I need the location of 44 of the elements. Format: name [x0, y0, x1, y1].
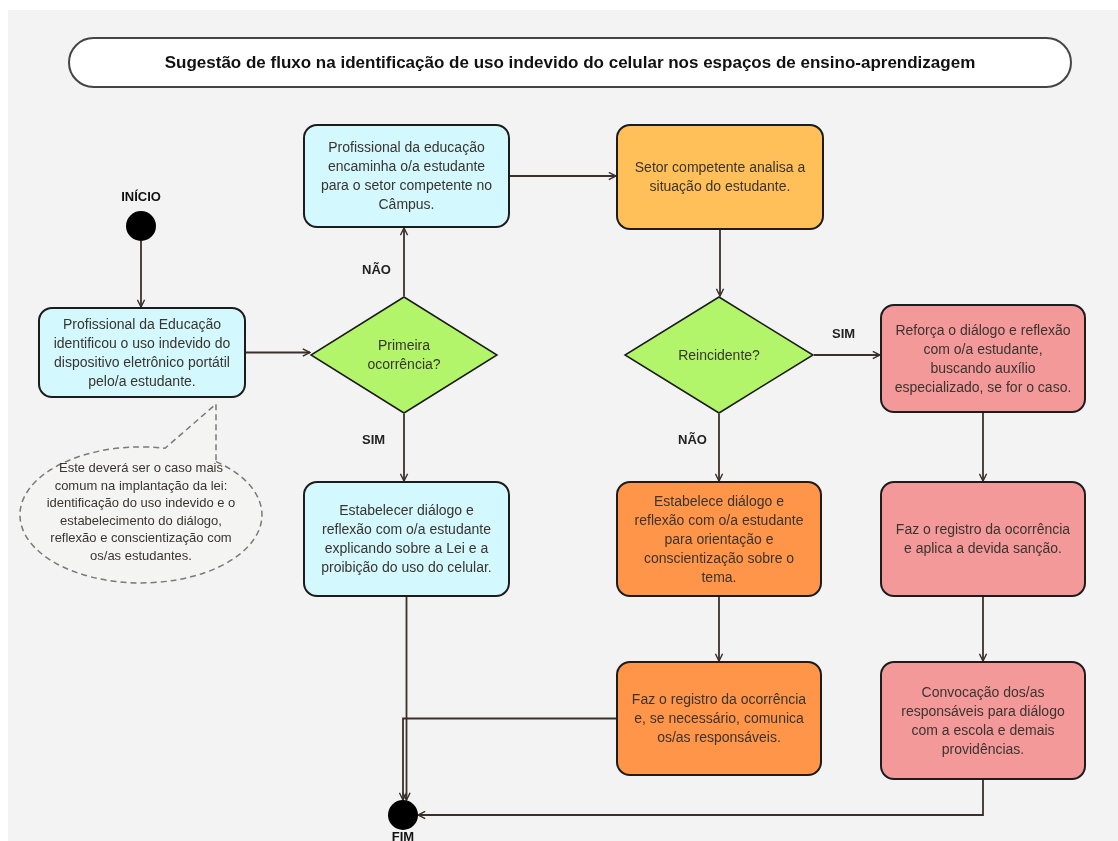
decision-diamond [310, 296, 498, 414]
node-text: Profissional da Educação identificou o uso indevido do dispositivo eletrônico portátil pelo/a estudante. [52, 314, 232, 391]
node-text: Faz o registro da ocorrência e aplica a devida sanção. [894, 520, 1072, 558]
arrow [978, 412, 988, 482]
node-text: Profissional da educação encaminha o/a estudante para o setor competente no Câmpus. [319, 138, 494, 214]
edge-label: SIM [360, 432, 388, 447]
process-box [303, 481, 510, 597]
process-box [880, 481, 1086, 597]
callout-text: Este deverá ser o caso mais comum na implantação da lei: identificação do uso indevido e o estabelecimento do diálogo, reflexão e conscientização com os/as estudantes. [45, 459, 237, 564]
arrow [136, 240, 146, 308]
decision-diamond [624, 296, 814, 414]
arrow [417, 779, 984, 820]
arrow [398, 717, 617, 801]
arrow [715, 229, 725, 297]
node-text: Reincidente? [677, 345, 761, 365]
arrow [714, 413, 724, 482]
process-box [616, 661, 822, 776]
node-text: Primeira ocorrência? [366, 336, 442, 374]
edge-label: SIM [830, 326, 858, 341]
node-text: Reforça o diálogo e reflexão com o/a estudante, buscando auxílio especializado, se for o caso. [893, 320, 1073, 397]
node-caption: FIM [390, 830, 416, 841]
arrow [399, 413, 409, 482]
process-box [616, 124, 824, 230]
title: Sugestão de fluxo na identificação de uso indevido do celular nos espaços de ensino-aprendizagem [68, 37, 1072, 88]
node-text: Estabelecer diálogo e reflexão com o/a estudante explicando sobre a Lei e a proibição do uso do celular. [320, 501, 493, 577]
arrow [978, 596, 988, 662]
arrow [509, 171, 617, 181]
arrow [402, 596, 411, 801]
process-box [880, 661, 1086, 780]
node-text: Setor competente analisa a situação do estudante. [633, 158, 807, 196]
arrow [714, 596, 724, 662]
arrow [399, 227, 409, 297]
arrow [245, 348, 311, 357]
node-text: Estabelece diálogo e reflexão com o/a estudante para orientação e conscientização sobre o tema. [633, 491, 805, 587]
node-text: Faz o registro da ocorrência e, se necessário, comunica os/as responsáveis. [630, 690, 808, 747]
edge-label: NÃO [360, 262, 393, 277]
process-box [880, 304, 1086, 413]
process-box [616, 481, 822, 597]
process-box [303, 124, 510, 228]
node-text: Convocação dos/as responsáveis para diálogo com a escola e demais providências. [900, 682, 1066, 759]
process-box [38, 307, 246, 398]
edge-label: NÃO [676, 432, 709, 447]
arrow [813, 350, 881, 360]
node-caption: INÍCIO [120, 190, 162, 204]
